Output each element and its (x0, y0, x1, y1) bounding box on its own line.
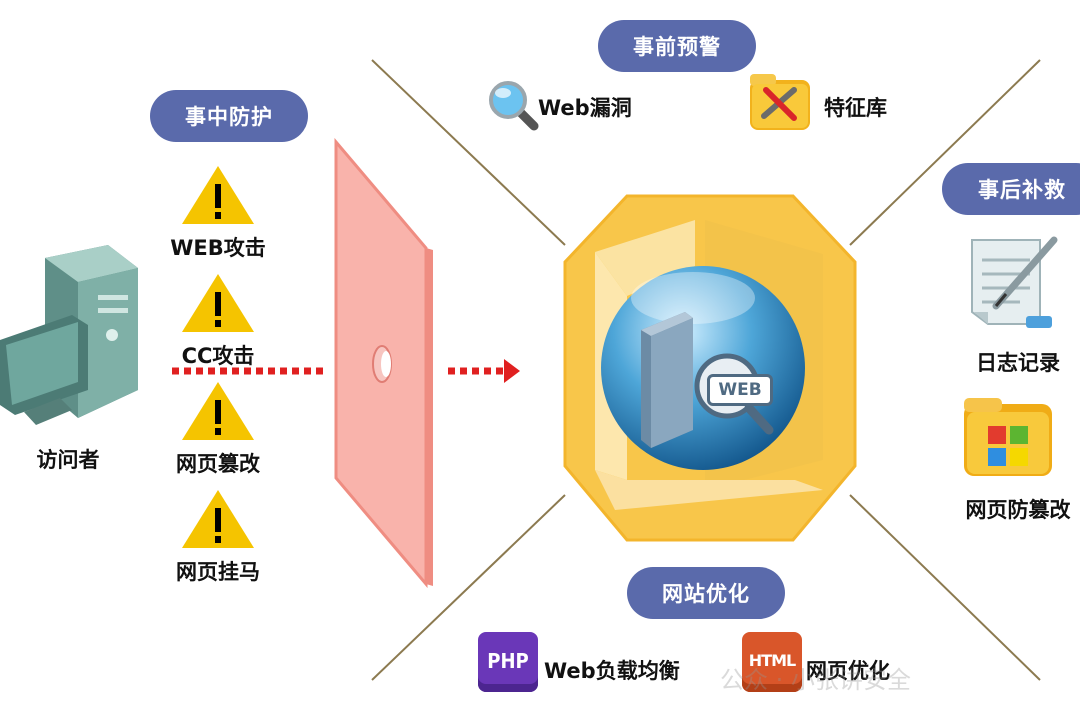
line-bottom-left (371, 494, 566, 681)
post-item-label: 网页防篡改 (965, 498, 1071, 522)
php-icon: PHP (478, 632, 538, 692)
attack-label: CC攻击 (181, 344, 255, 368)
warning-icon (180, 380, 256, 442)
pre-item-label: Web漏洞 (538, 96, 632, 120)
php-icon-text: PHP (487, 649, 529, 673)
web-badge: WEB (707, 374, 773, 406)
post-item-label: 日志记录 (976, 351, 1060, 375)
attack-label: 网页篡改 (176, 452, 260, 476)
pill-pre-warning: 事前预警 (598, 20, 756, 72)
warning-icon (180, 488, 256, 550)
pill-site-optimize: 网站优化 (627, 567, 785, 619)
tools-folder-icon (750, 74, 810, 130)
pre-item-label: 特征库 (824, 96, 887, 120)
document-pen-icon (971, 236, 1058, 328)
line-top-right (849, 59, 1041, 246)
opt-item-label: 网页优化 (806, 659, 890, 683)
visitor-label: 访问者 (36, 448, 100, 472)
line-bottom-right (849, 494, 1041, 681)
html-icon: HTML (742, 632, 802, 692)
line-top-left (371, 59, 566, 246)
protected-server (563, 194, 857, 542)
pill-in-protection: 事中防护 (150, 90, 308, 142)
html-icon-text: HTML (748, 651, 796, 670)
opt-item-label: Web负载均衡 (544, 659, 680, 683)
attack-label: WEB攻击 (170, 236, 266, 260)
magnifier-icon (489, 81, 539, 131)
warning-icon (180, 272, 256, 334)
firewall-panel (334, 138, 433, 588)
attack-label: 网页挂马 (176, 560, 260, 584)
pill-post-remedy: 事后补救 (942, 163, 1080, 215)
computer-icon (0, 245, 138, 425)
watermark: 公众 · 小张讲安全 (720, 666, 911, 694)
attack-flow-arrow (172, 359, 520, 383)
warning-icon (180, 164, 256, 226)
windows-folder-icon (964, 398, 1052, 476)
